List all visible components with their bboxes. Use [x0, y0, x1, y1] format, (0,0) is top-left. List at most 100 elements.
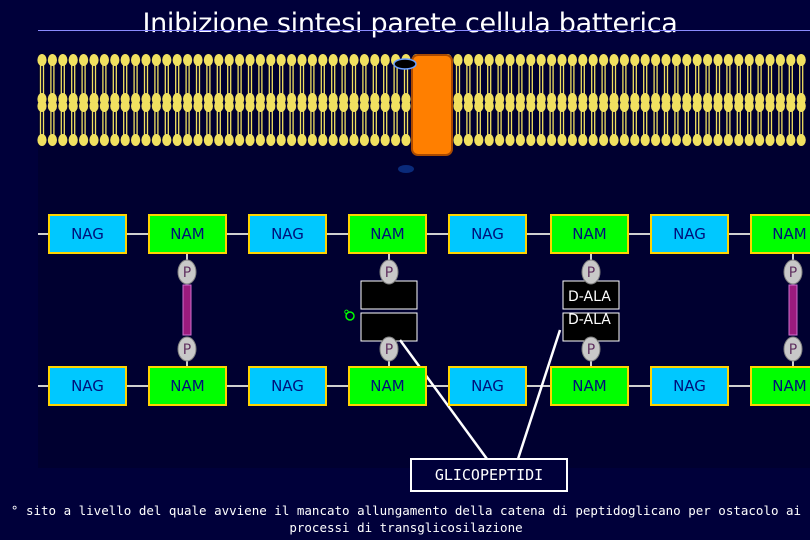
lipid-head: [536, 54, 546, 66]
phosphate-shape: [379, 336, 399, 362]
lipid-head: [557, 100, 567, 112]
lipid-head: [151, 134, 161, 146]
lipid-head: [775, 54, 786, 66]
lipid-head: [172, 54, 182, 66]
phosphate-shape: [581, 336, 601, 362]
lipid-head: [58, 100, 68, 112]
lipid-head: [651, 100, 661, 112]
lipid-head: [755, 54, 765, 66]
lipid-head: [203, 100, 213, 112]
lipid-head: [120, 54, 130, 66]
lipid-head: [99, 100, 109, 112]
lipid-head: [567, 54, 578, 66]
lipid-head: [276, 54, 286, 66]
lipid-head: [318, 54, 328, 66]
top-nam-box-2: NAM: [148, 214, 227, 254]
lipid-head: [495, 100, 505, 112]
lipid-head: [141, 134, 151, 146]
lipid-head: [484, 54, 494, 66]
lipid-head: [99, 134, 109, 146]
lipid-head: [734, 100, 744, 112]
lipid-head: [349, 100, 359, 112]
lipid-head: [203, 54, 213, 66]
lipid-head: [370, 54, 380, 66]
lipid-head: [599, 100, 609, 112]
lipid-head: [723, 134, 734, 146]
lipid-head: [723, 54, 734, 66]
lipid-head: [380, 100, 390, 112]
lipid-head: [692, 134, 702, 146]
lipid-head: [37, 134, 47, 146]
lipid-head: [110, 100, 120, 112]
lipid-head: [526, 100, 536, 112]
pointer-line-blocked: [398, 339, 489, 460]
lipid-head: [703, 54, 713, 66]
peptide-bridge-1: [182, 284, 192, 336]
lipid-head: [619, 100, 630, 112]
protein-cap-bottom: [398, 165, 414, 173]
lipid-head: [630, 100, 640, 112]
lipid-head: [401, 100, 411, 112]
lipid-head: [245, 54, 255, 66]
lipid-head: [349, 134, 359, 146]
lipid-head: [505, 134, 515, 146]
lipid-head: [120, 100, 130, 112]
lipid-head: [786, 54, 796, 66]
lipid-head: [609, 134, 619, 146]
lipid-head: [79, 54, 89, 66]
lipid-head: [713, 54, 723, 66]
lipid-head: [734, 134, 744, 146]
site-marker: °: [343, 308, 350, 324]
lipid-head: [796, 54, 806, 66]
d-ala-box-upper: [562, 280, 620, 310]
lipid-head: [671, 54, 682, 66]
lipid-head: [640, 134, 650, 146]
lipid-head: [183, 134, 193, 146]
lipid-head: [463, 54, 473, 66]
phosphate-shape: [379, 259, 399, 285]
bottom-nam-box-6: NAM: [550, 366, 629, 406]
lipid-head: [68, 100, 78, 112]
title-underline: [38, 30, 810, 31]
lipid-head: [141, 100, 151, 112]
lipid-head: [287, 100, 297, 112]
lipid-head: [671, 100, 682, 112]
lipid-head: [276, 100, 286, 112]
lipid-head: [235, 100, 245, 112]
phosphate-label: P: [183, 342, 191, 358]
site-marker-circle: [345, 311, 355, 321]
lipid-head: [401, 134, 411, 146]
lipid-head: [307, 134, 317, 146]
lipid-head: [151, 54, 161, 66]
lipid-head: [588, 100, 598, 112]
lipid-head: [640, 100, 650, 112]
lipid-head: [484, 134, 494, 146]
lipid-head: [276, 134, 286, 146]
bottom-nag-box-7: NAG: [650, 366, 729, 406]
lipid-head: [536, 134, 546, 146]
lipid-head: [609, 100, 619, 112]
bottom-nam-box-2: NAM: [148, 366, 227, 406]
lipid-head: [235, 54, 245, 66]
lipid-head: [786, 100, 796, 112]
lipid-head: [58, 134, 68, 146]
lipid-head: [193, 100, 203, 112]
lipid-head: [495, 134, 505, 146]
lipid-head: [495, 54, 505, 66]
peptide-bridge-4: [788, 284, 798, 336]
lipid-head: [297, 134, 307, 146]
lipid-head: [266, 100, 276, 112]
lipid-head: [47, 54, 58, 66]
lipid-head: [578, 54, 588, 66]
lipid-head: [775, 134, 786, 146]
lipid-head: [214, 100, 224, 112]
phosphate-shape: [783, 259, 803, 285]
phosphate-shape: [581, 259, 601, 285]
lipid-head: [713, 100, 723, 112]
lipid-head: [765, 54, 775, 66]
lipid-head: [58, 54, 68, 66]
lipid-head: [224, 134, 234, 146]
bottom-nag-box-3: NAG: [248, 366, 327, 406]
lipid-head: [99, 54, 109, 66]
lipid-head: [651, 134, 661, 146]
